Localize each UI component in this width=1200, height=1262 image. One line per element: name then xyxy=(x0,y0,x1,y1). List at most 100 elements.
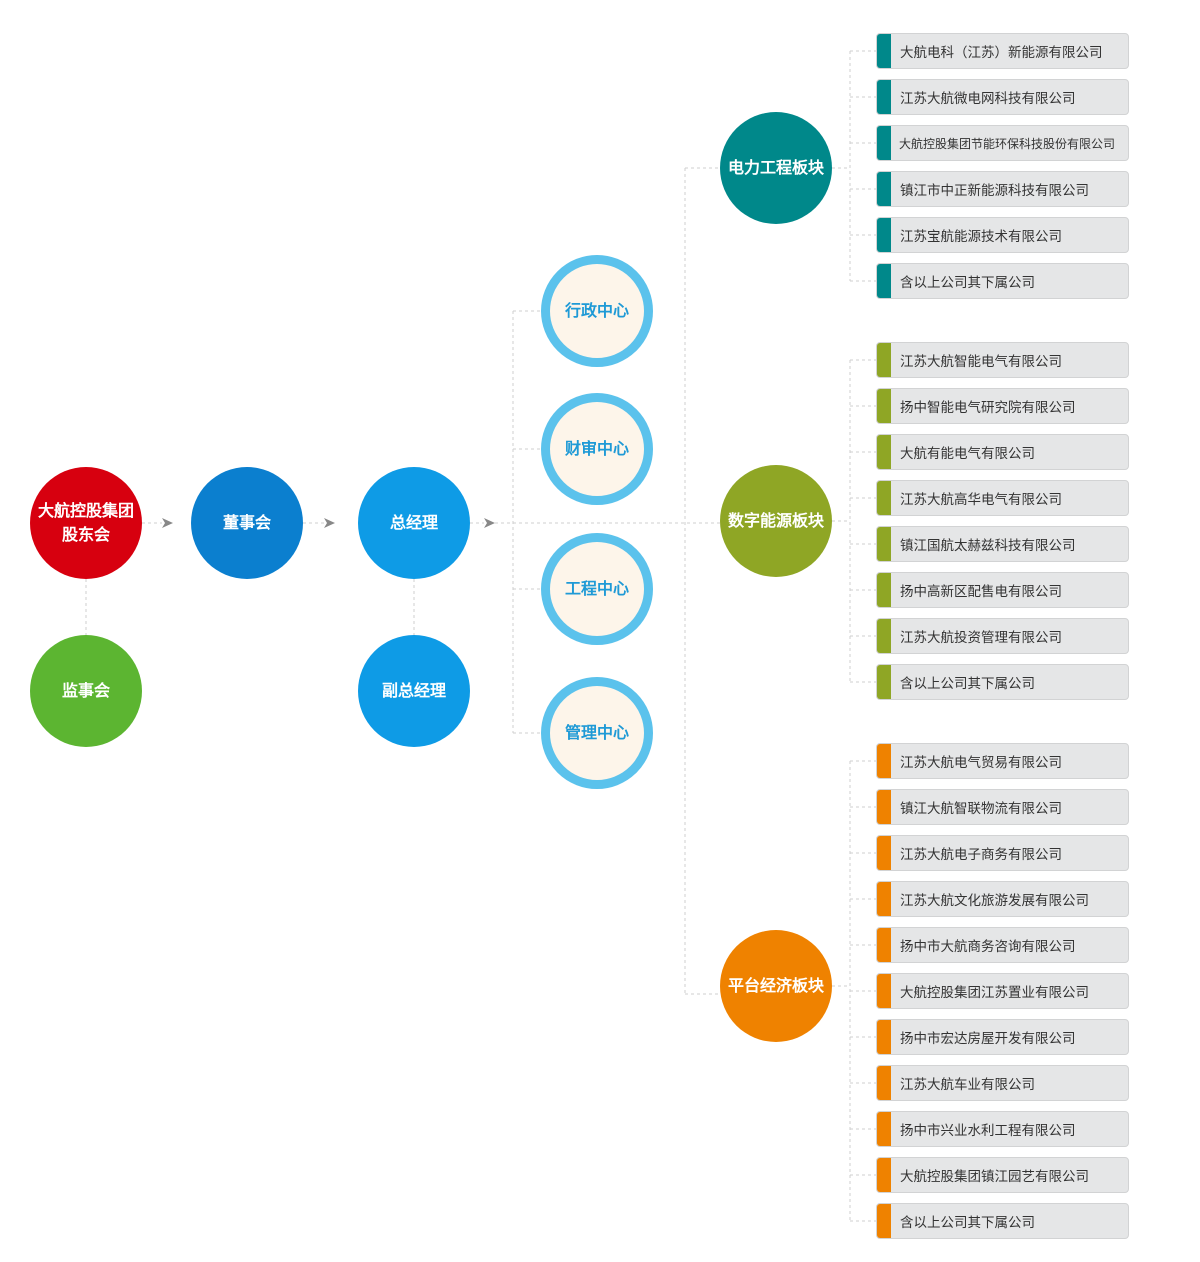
company-item: 扬中市大航商务咨询有限公司 xyxy=(876,927,1129,963)
company-name: 大航控股集团江苏置业有限公司 xyxy=(900,985,1089,1001)
company-name: 江苏大航智能电气有限公司 xyxy=(900,354,1062,370)
company-color-bar xyxy=(877,1204,891,1238)
center-engineering: 工程中心 xyxy=(541,533,653,645)
company-name: 大航有能电气有限公司 xyxy=(900,446,1035,462)
company-item: 含以上公司其下属公司 xyxy=(876,1203,1129,1239)
node-deputy-general-manager: 副总经理 xyxy=(358,635,470,747)
company-name: 江苏大航电子商务有限公司 xyxy=(900,847,1062,863)
center-label: 工程中心 xyxy=(564,579,629,598)
company-color-bar xyxy=(877,527,891,561)
company-item: 大航控股集团节能环保科技股份有限公司 xyxy=(876,125,1129,161)
company-item: 江苏宝航能源技术有限公司 xyxy=(876,217,1129,253)
sector-label: 数字能源板块 xyxy=(727,511,824,530)
center-management: 管理中心 xyxy=(541,677,653,789)
company-name: 江苏大航车业有限公司 xyxy=(900,1077,1035,1093)
company-color-bar xyxy=(877,343,891,377)
arrow-icon xyxy=(484,518,495,528)
center-label: 财审中心 xyxy=(564,439,629,458)
company-color-bar xyxy=(877,172,891,206)
company-color-bar xyxy=(877,1158,891,1192)
company-name: 江苏大航高华电气有限公司 xyxy=(900,492,1062,508)
company-name: 含以上公司其下属公司 xyxy=(900,676,1035,692)
company-name: 扬中市兴业水利工程有限公司 xyxy=(900,1123,1076,1139)
company-name: 扬中市宏达房屋开发有限公司 xyxy=(900,1031,1076,1047)
company-name: 江苏大航微电网科技有限公司 xyxy=(900,91,1076,107)
center-admin: 行政中心 xyxy=(541,255,653,367)
company-item: 江苏大航投资管理有限公司 xyxy=(876,618,1129,654)
company-name: 大航控股集团镇江园艺有限公司 xyxy=(900,1169,1089,1185)
company-item: 扬中市兴业水利工程有限公司 xyxy=(876,1111,1129,1147)
company-item: 江苏大航文化旅游发展有限公司 xyxy=(876,881,1129,917)
company-name: 大航控股集团节能环保科技股份有限公司 xyxy=(899,136,1116,151)
arrow-icon xyxy=(324,518,335,528)
arrow-icon xyxy=(162,518,173,528)
company-item: 含以上公司其下属公司 xyxy=(876,263,1129,299)
company-item: 大航控股集团江苏置业有限公司 xyxy=(876,973,1129,1009)
company-color-bar xyxy=(877,974,891,1008)
sector-digital-energy: 数字能源板块 xyxy=(720,465,832,577)
company-color-bar xyxy=(877,744,891,778)
company-color-bar xyxy=(877,34,891,68)
company-color-bar xyxy=(877,1066,891,1100)
node-label: 监事会 xyxy=(61,681,110,700)
company-item: 大航有能电气有限公司 xyxy=(876,434,1129,470)
node-label: 副总经理 xyxy=(381,681,446,700)
company-item: 镇江市中正新能源科技有限公司 xyxy=(876,171,1129,207)
company-color-bar xyxy=(877,882,891,916)
sector-label: 平台经济板块 xyxy=(727,976,824,995)
company-color-bar xyxy=(877,264,891,298)
company-color-bar xyxy=(877,126,891,160)
sector-label: 电力工程板块 xyxy=(727,158,824,177)
company-item: 江苏大航电气贸易有限公司 xyxy=(876,743,1129,779)
company-item: 扬中市宏达房屋开发有限公司 xyxy=(876,1019,1129,1055)
company-name: 江苏大航文化旅游发展有限公司 xyxy=(900,893,1089,909)
node-board-of-directors: 董事会 xyxy=(191,467,303,579)
sector-power-engineering: 电力工程板块 xyxy=(720,112,832,224)
company-name: 镇江市中正新能源科技有限公司 xyxy=(900,183,1089,199)
company-color-bar xyxy=(877,573,891,607)
company-item: 江苏大航微电网科技有限公司 xyxy=(876,79,1129,115)
center-label: 行政中心 xyxy=(564,301,629,320)
company-item: 含以上公司其下属公司 xyxy=(876,664,1129,700)
company-color-bar xyxy=(877,619,891,653)
company-color-bar xyxy=(877,481,891,515)
company-color-bar xyxy=(877,1020,891,1054)
center-finance-audit: 财审中心 xyxy=(541,393,653,505)
company-item: 江苏大航高华电气有限公司 xyxy=(876,480,1129,516)
company-name: 江苏大航投资管理有限公司 xyxy=(900,630,1062,646)
company-item: 大航电科（江苏）新能源有限公司 xyxy=(876,33,1129,69)
company-name: 含以上公司其下属公司 xyxy=(900,1215,1035,1231)
company-item: 江苏大航电子商务有限公司 xyxy=(876,835,1129,871)
company-color-bar xyxy=(877,1112,891,1146)
node-board-of-supervisors: 监事会 xyxy=(30,635,142,747)
company-item: 江苏大航车业有限公司 xyxy=(876,1065,1129,1101)
center-label: 管理中心 xyxy=(564,723,629,742)
company-name: 扬中高新区配售电有限公司 xyxy=(900,584,1062,600)
node-shareholders-meeting: 大航控股集团 股东会 xyxy=(30,467,142,579)
company-item: 镇江国航太赫兹科技有限公司 xyxy=(876,526,1129,562)
company-color-bar xyxy=(877,790,891,824)
company-item: 大航控股集团镇江园艺有限公司 xyxy=(876,1157,1129,1193)
company-color-bar xyxy=(877,389,891,423)
company-color-bar xyxy=(877,928,891,962)
company-name: 江苏大航电气贸易有限公司 xyxy=(900,755,1062,771)
company-name: 扬中市大航商务咨询有限公司 xyxy=(900,939,1076,955)
company-name: 镇江国航太赫兹科技有限公司 xyxy=(900,538,1076,554)
company-name: 含以上公司其下属公司 xyxy=(900,275,1035,291)
company-color-bar xyxy=(877,836,891,870)
sector-platform-economy: 平台经济板块 xyxy=(720,930,832,1042)
node-general-manager: 总经理 xyxy=(358,467,470,579)
node-label: 董事会 xyxy=(222,513,271,532)
company-color-bar xyxy=(877,665,891,699)
company-name: 大航电科（江苏）新能源有限公司 xyxy=(900,45,1103,61)
company-color-bar xyxy=(877,435,891,469)
company-item: 江苏大航智能电气有限公司 xyxy=(876,342,1129,378)
company-color-bar xyxy=(877,218,891,252)
node-label: 大航控股集团 股东会 xyxy=(37,501,134,544)
company-item: 扬中高新区配售电有限公司 xyxy=(876,572,1129,608)
company-name: 江苏宝航能源技术有限公司 xyxy=(900,229,1062,245)
company-color-bar xyxy=(877,80,891,114)
company-name: 镇江大航智联物流有限公司 xyxy=(900,801,1062,817)
